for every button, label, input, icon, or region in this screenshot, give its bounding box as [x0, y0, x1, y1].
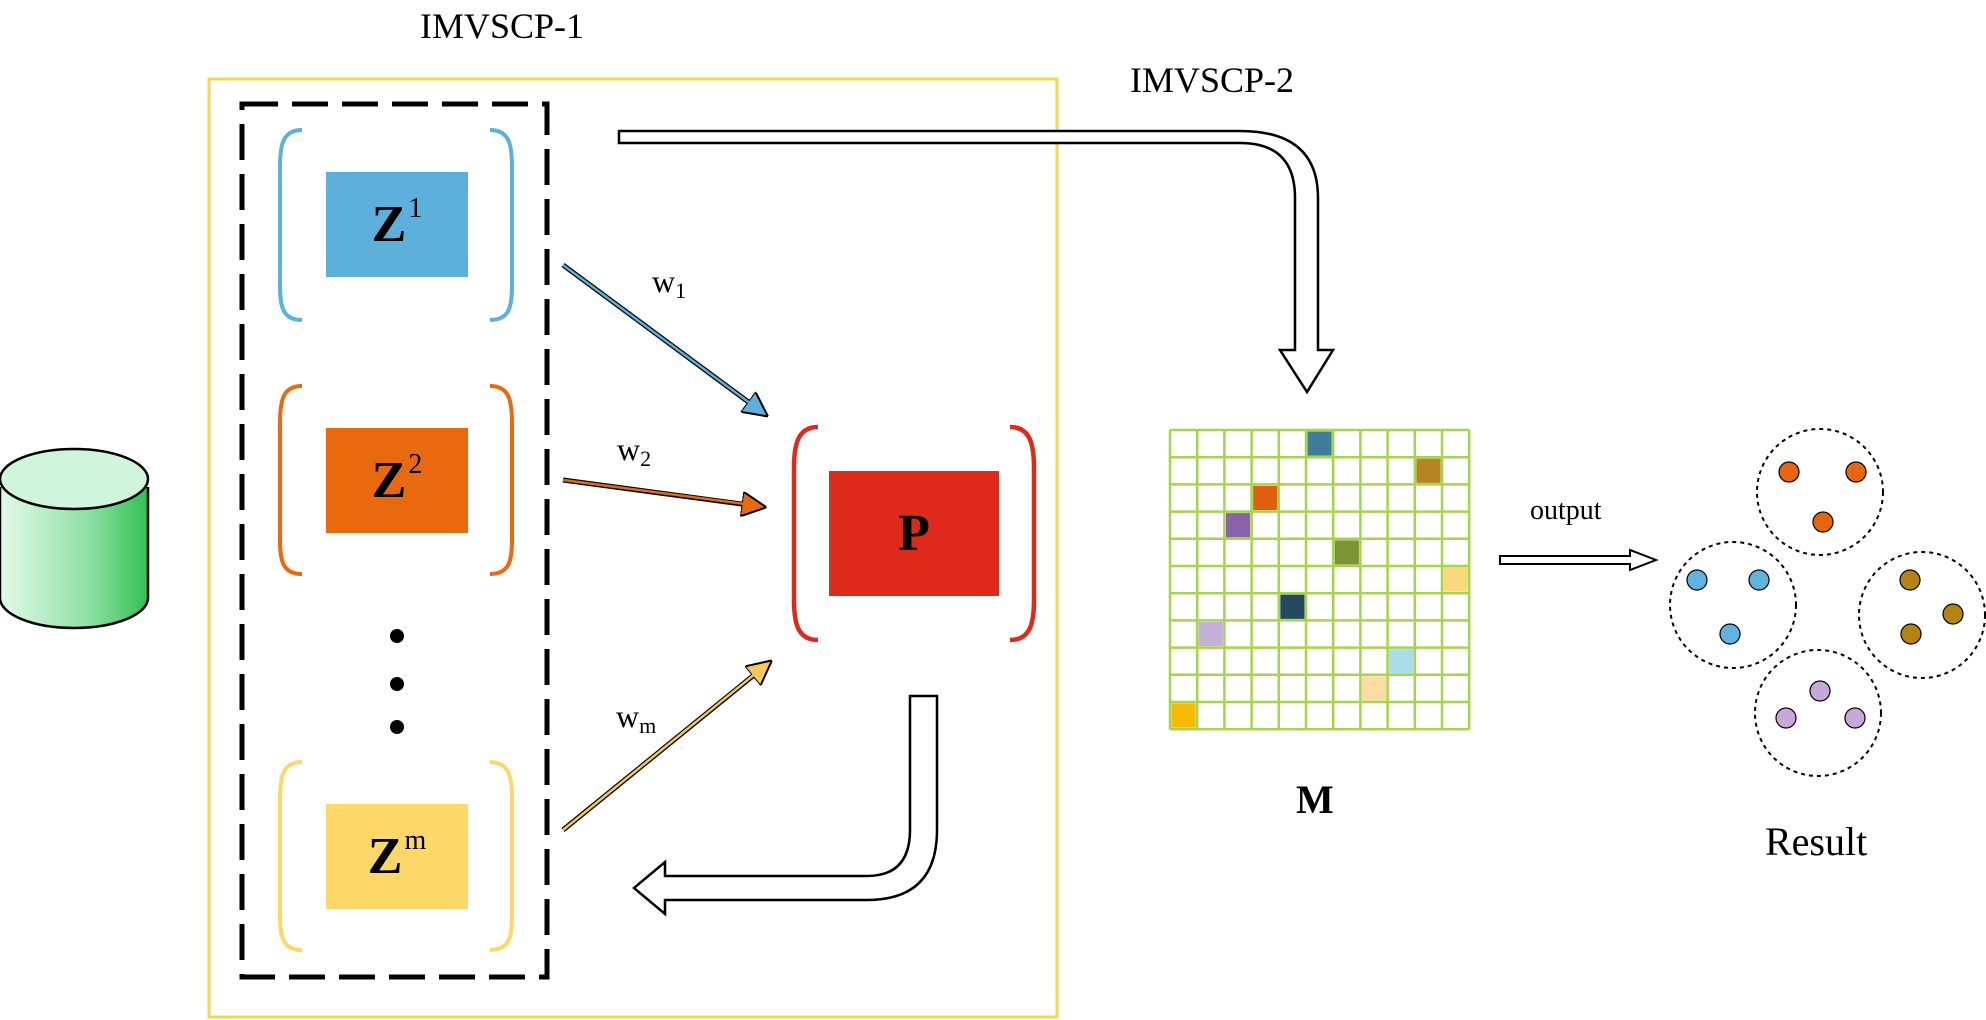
- ellipsis-dots: [390, 629, 404, 734]
- matrix-cell: [1334, 540, 1359, 565]
- result-clusters: [1669, 428, 1986, 777]
- result-points: [1686, 461, 1964, 729]
- cluster-blue: [1669, 541, 1797, 669]
- weight-w2: w2: [617, 431, 652, 471]
- matrix-cell: [1307, 431, 1332, 456]
- view1-brackets: [278, 128, 514, 322]
- viewm-brackets: [278, 760, 514, 952]
- matrix-label: M: [1296, 777, 1334, 822]
- stage2-arrow: [617, 129, 1336, 395]
- view2-box: [326, 428, 468, 533]
- matrix-cell: [1361, 676, 1387, 701]
- views-dashed-frame: [239, 101, 550, 980]
- matrix-cell: [1171, 703, 1196, 728]
- matrix-cell: [1389, 649, 1414, 674]
- stage1-frame: [207, 77, 1059, 1019]
- stage1-title: IMVSCP-1: [420, 6, 585, 46]
- weight-wm: wm: [616, 698, 657, 738]
- matrix-m: [1168, 428, 1471, 731]
- view2-brackets: [278, 384, 514, 576]
- weight-w1: w1: [652, 263, 687, 303]
- feedback-arrow: [632, 694, 939, 917]
- viewm-box: [326, 804, 468, 909]
- cluster-brown: [1858, 551, 1986, 679]
- output-arrow: [1499, 548, 1659, 572]
- consensus-brackets: [791, 424, 1037, 643]
- stage2-title: IMVSCP-2: [1130, 60, 1295, 100]
- result-label: Result: [1765, 819, 1868, 864]
- view1-box: [326, 172, 468, 277]
- cluster-purple: [1754, 649, 1882, 777]
- consensus-label: P: [898, 505, 930, 562]
- database-icon: [0, 447, 150, 630]
- matrix-cell: [1280, 594, 1305, 619]
- output-label: output: [1530, 495, 1602, 526]
- cluster-orange: [1756, 428, 1884, 556]
- matrix-cell: [1253, 485, 1278, 511]
- matrix-cell: [1225, 513, 1251, 538]
- matrix-cell: [1198, 621, 1223, 647]
- consensus-box: [829, 471, 999, 596]
- matrix-cell: [1416, 458, 1441, 483]
- matrix-cell: [1443, 567, 1468, 592]
